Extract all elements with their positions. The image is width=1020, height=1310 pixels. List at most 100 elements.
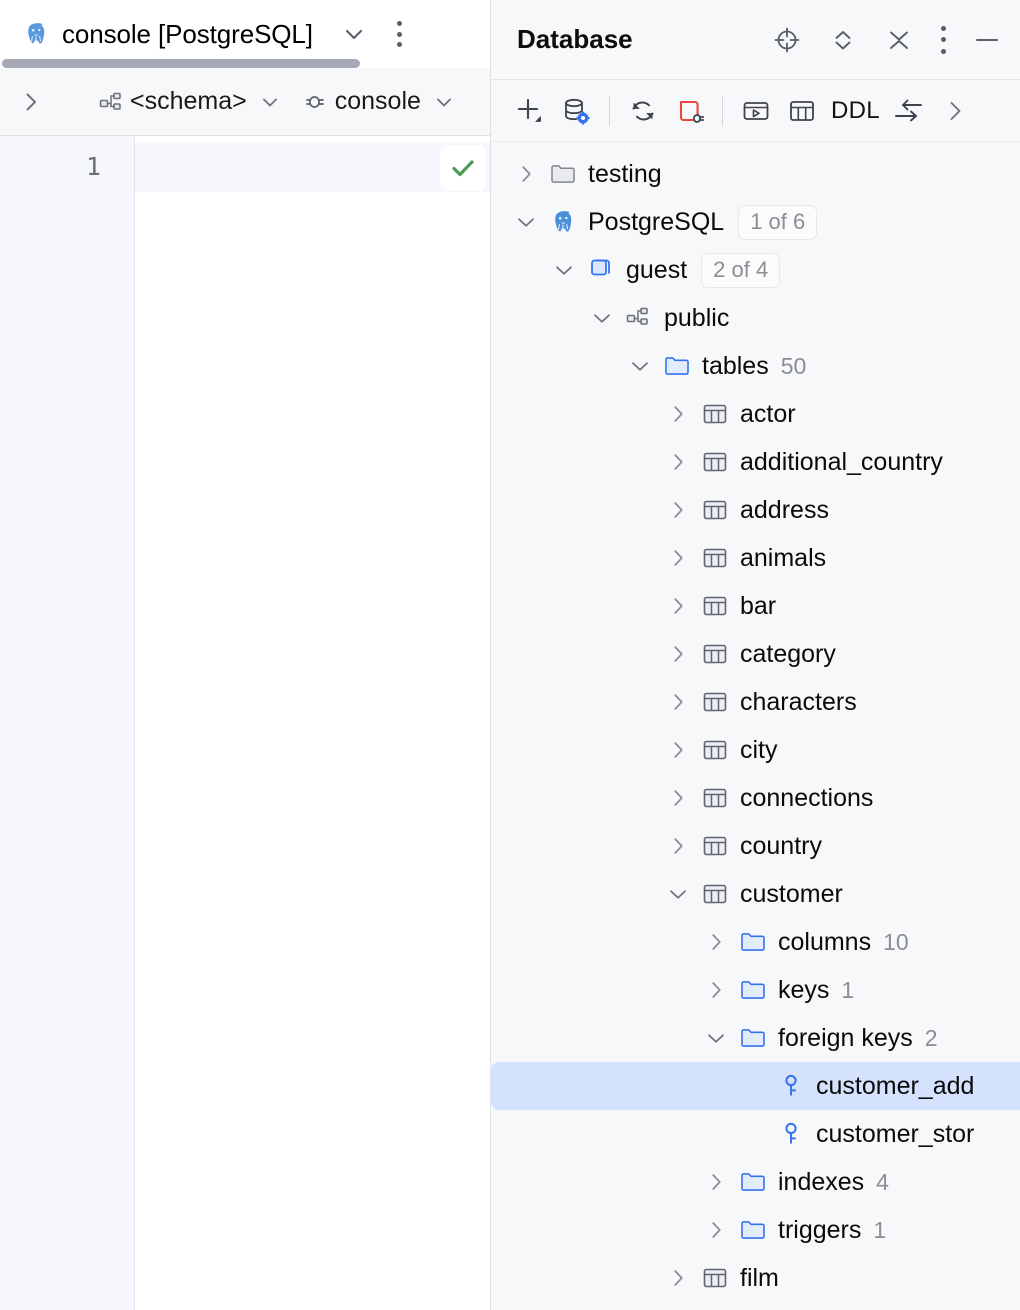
- tree-node-badge: 50: [780, 352, 807, 379]
- more-options-icon[interactable]: [940, 25, 946, 54]
- folder-grey-icon: [549, 160, 577, 188]
- tree-node-label: city: [740, 735, 778, 764]
- chevron-right-icon[interactable]: [703, 929, 729, 955]
- disconnect-icon[interactable]: [666, 89, 712, 133]
- chevron-right-icon[interactable]: [703, 1217, 729, 1243]
- checkmark-ok-icon: [448, 153, 478, 183]
- tree-node-testing[interactable]: testing: [491, 150, 1020, 198]
- horizontal-scrollbar-thumb[interactable]: [2, 59, 360, 68]
- tree-node-label: customer: [740, 879, 843, 908]
- chevron-right-icon[interactable]: [513, 161, 539, 187]
- chevron-down-icon[interactable]: [627, 353, 653, 379]
- chevron-down-icon[interactable]: [665, 881, 691, 907]
- chevron-right-icon[interactable]: [665, 737, 691, 763]
- folder-blue-icon: [739, 1216, 767, 1244]
- chevron-down-icon[interactable]: [703, 1025, 729, 1051]
- chevron-right-icon[interactable]: [703, 977, 729, 1003]
- tree-node-label: characters: [740, 687, 857, 716]
- tree-node-label: actor: [740, 399, 796, 428]
- tree-node-address[interactable]: address: [491, 486, 1020, 534]
- locate-in-tree-icon[interactable]: [772, 25, 802, 55]
- chevron-right-icon[interactable]: [665, 545, 691, 571]
- table-editor-icon[interactable]: [779, 89, 825, 133]
- tree-node-label: public: [664, 303, 730, 332]
- table-icon: [701, 880, 729, 908]
- tree-node-customer[interactable]: customer: [491, 870, 1020, 918]
- tree-node-label: connections: [740, 783, 874, 812]
- tree-node-film[interactable]: film: [491, 1254, 1020, 1302]
- more-options-icon[interactable]: [397, 21, 403, 47]
- code-text-area[interactable]: [135, 136, 490, 1310]
- tree-node-customer-store-fk[interactable]: customer_stor: [491, 1110, 1020, 1158]
- database-header-actions: [772, 25, 1002, 55]
- database-icon: [587, 256, 615, 284]
- tree-node-country[interactable]: country: [491, 822, 1020, 870]
- tree-node-label: animals: [740, 543, 827, 572]
- tree-node-customer-address-fk[interactable]: customer_add: [491, 1062, 1020, 1110]
- chevron-down-icon[interactable]: [433, 91, 455, 113]
- toolbar-overflow-icon[interactable]: [932, 89, 978, 133]
- minimize-icon[interactable]: [972, 25, 1002, 55]
- tree-node-label: testing: [588, 159, 662, 188]
- postgresql-elephant-icon: [549, 208, 577, 236]
- tree-node-badge: 1 of 6: [738, 204, 818, 240]
- tree-node-label: category: [740, 639, 836, 668]
- schema-icon: [98, 89, 124, 115]
- inspection-status-widget[interactable]: [440, 145, 486, 191]
- chevron-right-icon[interactable]: [18, 89, 44, 115]
- editor-tab-title[interactable]: console [PostgreSQL]: [62, 18, 313, 49]
- chevron-right-icon[interactable]: [665, 785, 691, 811]
- tree-node-additional-country[interactable]: additional_country: [491, 438, 1020, 486]
- tree-node-connections[interactable]: connections: [491, 774, 1020, 822]
- expand-all-icon[interactable]: [828, 25, 858, 55]
- chevron-right-icon[interactable]: [703, 1169, 729, 1195]
- collapse-all-icon[interactable]: [884, 25, 914, 55]
- tree-node-category[interactable]: category: [491, 630, 1020, 678]
- tree-node-badge: 2 of 4: [701, 252, 781, 288]
- chevron-right-icon[interactable]: [665, 401, 691, 427]
- tree-node-label: address: [740, 495, 829, 524]
- tree-node-public[interactable]: public: [491, 294, 1020, 342]
- refresh-icon[interactable]: [620, 89, 666, 133]
- tree-node-city[interactable]: city: [491, 726, 1020, 774]
- chevron-down-icon[interactable]: [259, 91, 281, 113]
- import-export-icon[interactable]: [886, 89, 932, 133]
- chevron-right-icon[interactable]: [665, 689, 691, 715]
- tree-node-label: customer_add: [816, 1071, 975, 1100]
- chevron-right-icon[interactable]: [665, 641, 691, 667]
- tree-node-actor[interactable]: actor: [491, 390, 1020, 438]
- tree-node-label: keys: [778, 975, 830, 1004]
- tree-node-animals[interactable]: animals: [491, 534, 1020, 582]
- chevron-down-icon[interactable]: [589, 305, 615, 331]
- tree-node-label: film: [740, 1263, 779, 1292]
- chevron-right-icon[interactable]: [665, 833, 691, 859]
- chevron-down-icon[interactable]: [551, 257, 577, 283]
- chevron-right-icon[interactable]: [665, 497, 691, 523]
- open-console-icon[interactable]: [733, 89, 779, 133]
- tree-node-label: PostgreSQL: [588, 207, 725, 236]
- chevron-right-icon[interactable]: [665, 1265, 691, 1291]
- chevron-down-icon[interactable]: [341, 21, 367, 47]
- horizontal-scrollbar[interactable]: [0, 58, 490, 68]
- breadcrumb-session-selector[interactable]: console: [303, 87, 477, 116]
- tree-node-characters[interactable]: characters: [491, 678, 1020, 726]
- tree-node-bar[interactable]: bar: [491, 582, 1020, 630]
- schema-icon: [625, 304, 653, 332]
- breadcrumb-schema-selector[interactable]: <schema>: [98, 87, 303, 116]
- chevron-right-icon[interactable]: [665, 593, 691, 619]
- ddl-button[interactable]: DDL: [831, 96, 880, 124]
- data-source-properties-icon[interactable]: [553, 89, 599, 133]
- chevron-right-icon[interactable]: [665, 449, 691, 475]
- folder-blue-icon: [739, 928, 767, 956]
- add-new-icon[interactable]: [507, 89, 553, 133]
- tree-node-postgresql[interactable]: PostgreSQL 1 of 6: [491, 198, 1020, 246]
- chevron-down-icon[interactable]: [513, 209, 539, 235]
